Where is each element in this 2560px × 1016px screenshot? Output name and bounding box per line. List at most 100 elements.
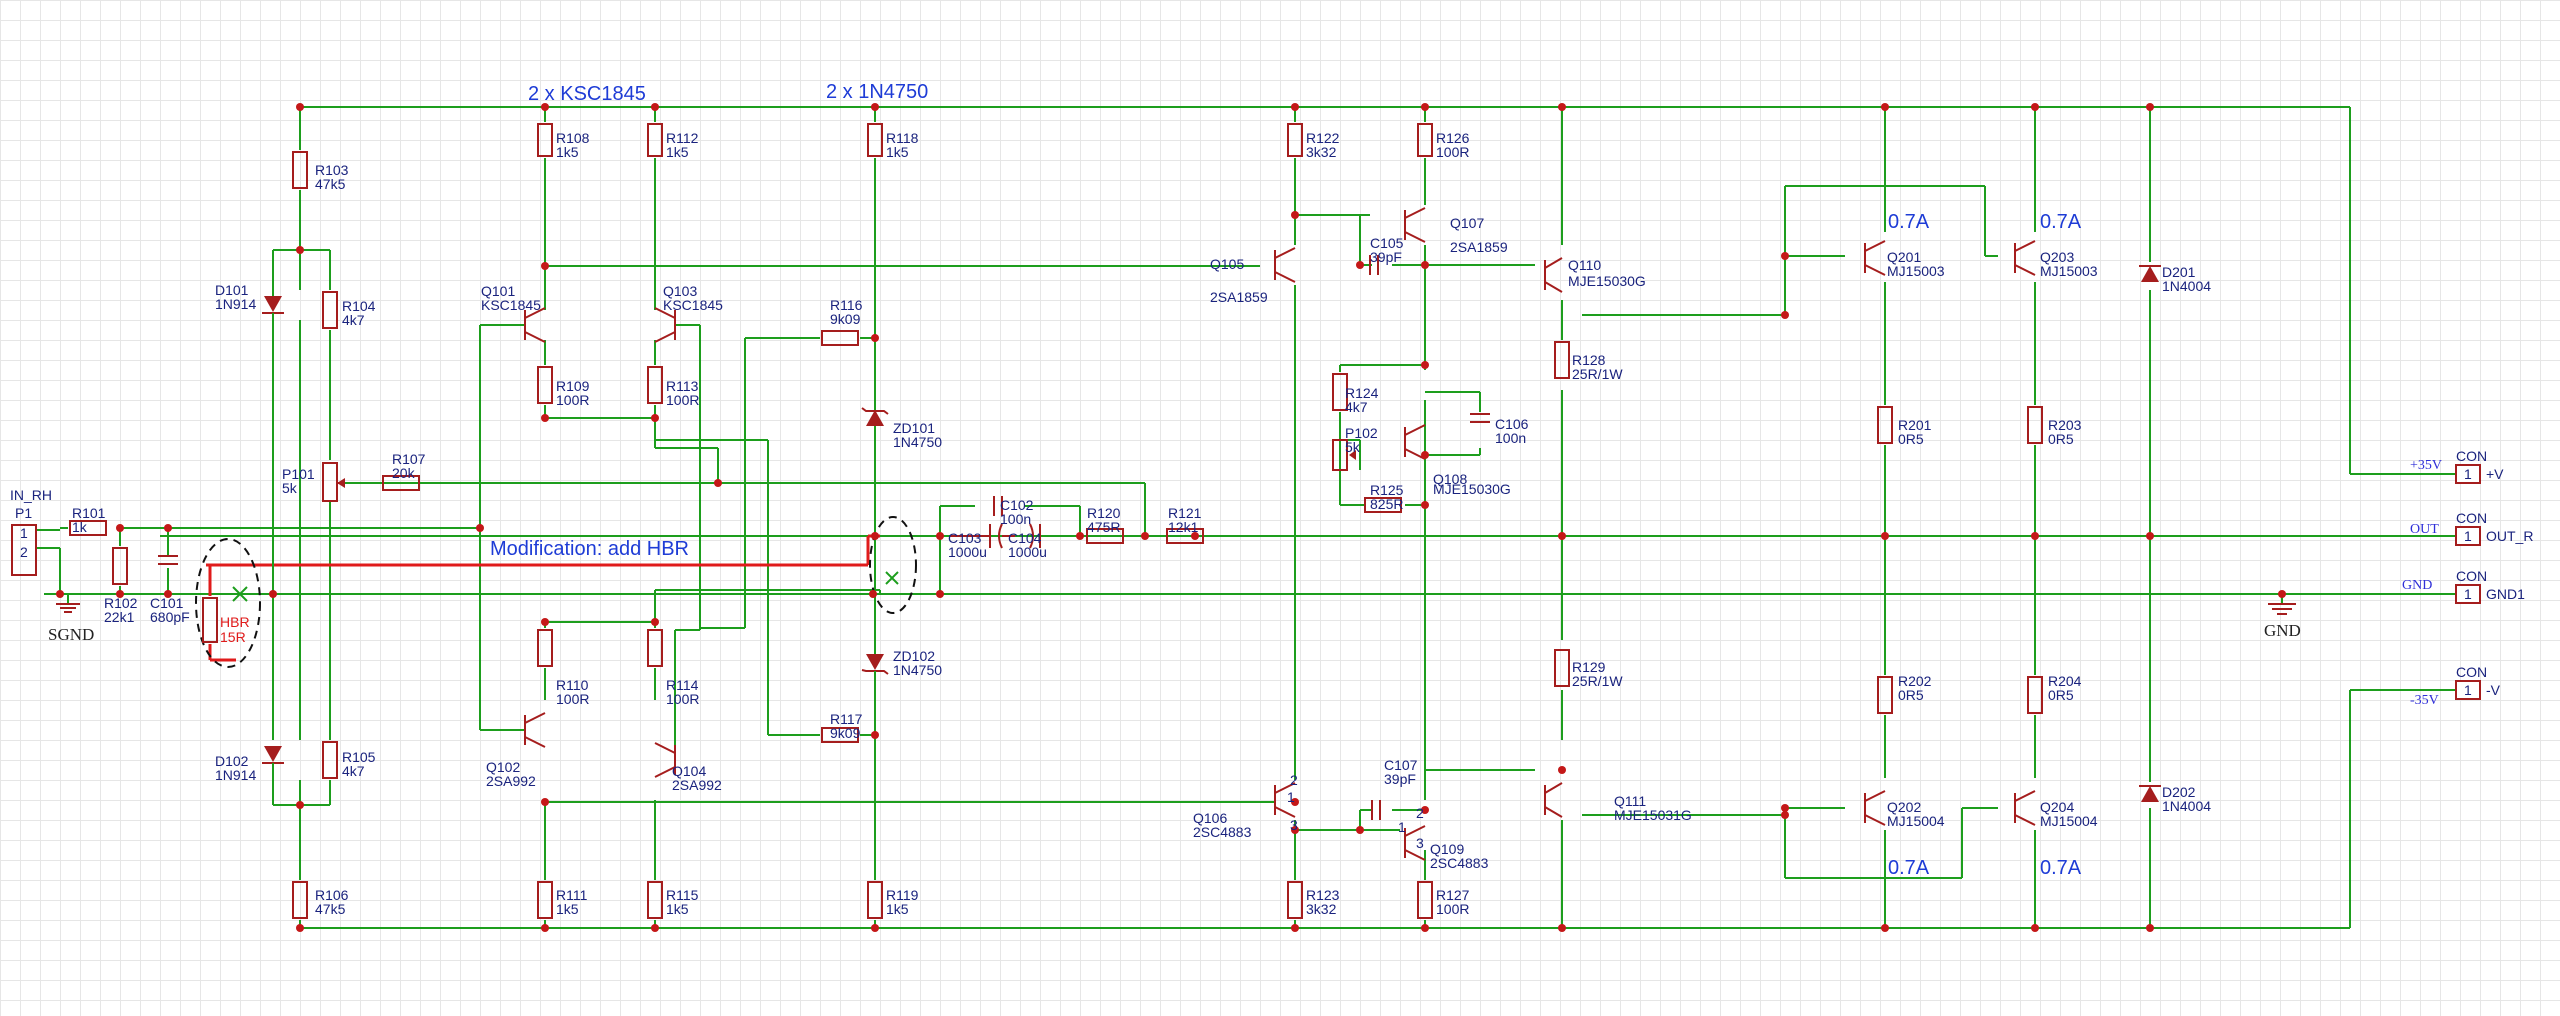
part-ref-c102: C102 — [1000, 497, 1034, 513]
part-ref-c103: C103 — [948, 530, 982, 546]
junction-dot — [1356, 261, 1364, 269]
part-ref-q104: Q104 — [672, 763, 706, 779]
part-val-r129: 25R/1W — [1572, 673, 1623, 689]
part-ref-r122: R122 — [1306, 130, 1340, 146]
junction-dot — [651, 618, 659, 626]
cur-q201: 0.7A — [1888, 211, 1930, 233]
part-val-r203: 0R5 — [2048, 431, 2074, 447]
potentiometers — [322, 439, 1356, 502]
junction-dot — [871, 924, 879, 932]
part-val-q105: 2SA1859 — [1210, 289, 1268, 305]
p1-pin1: 1 — [20, 525, 28, 541]
title-zener: 2 x 1N4750 — [826, 81, 928, 103]
part-ref-q201: Q201 — [1887, 249, 1921, 265]
junction-dot — [1781, 252, 1789, 260]
junction-dot — [541, 262, 549, 270]
output-connectors[interactable] — [2455, 464, 2481, 700]
part-ref-q106: Q106 — [1193, 810, 1227, 826]
part-ref-r203: R203 — [2048, 417, 2082, 433]
junction-dot — [1421, 501, 1429, 509]
part-ref-q102: Q102 — [486, 759, 520, 775]
junction-dot — [476, 524, 484, 532]
part-ref-r111: R111 — [556, 887, 588, 903]
ground-symbols — [56, 594, 2296, 615]
port-plusv: +V — [2486, 466, 2504, 482]
part-val-c106: 100n — [1495, 430, 1526, 446]
part-ref-r124: R124 — [1345, 385, 1379, 401]
part-ref-c104: C104 — [1008, 530, 1042, 546]
part-ref-q110: Q110 — [1568, 257, 1601, 273]
hbr-val: 15R — [220, 629, 246, 645]
part-ref-r102: R102 — [104, 595, 138, 611]
part-ref-q204: Q204 — [2040, 799, 2074, 815]
part-val-r128: 25R/1W — [1572, 366, 1623, 382]
part-ref-r121: R121 — [1168, 505, 1202, 521]
part-val-r102: 22k1 — [104, 609, 135, 625]
junction-dot — [56, 590, 64, 598]
junction-dot — [651, 924, 659, 932]
input-connector[interactable]: 1 2 — [11, 524, 37, 576]
part-ref-d102: D102 — [215, 753, 249, 769]
part-ref-q203: Q203 — [2040, 249, 2074, 265]
part-val-r110: 100R — [556, 691, 589, 707]
in-rh-label: IN_RH — [10, 487, 52, 503]
part-val-q103: KSC1845 — [663, 297, 723, 313]
part-val-r111: 1k5 — [556, 901, 579, 917]
part-val-r115: 1k5 — [666, 901, 689, 917]
part-val-r125: 825R — [1370, 496, 1403, 512]
capacitors — [158, 255, 1490, 820]
part-ref-r104: R104 — [342, 298, 376, 314]
net-out: OUT — [2410, 522, 2439, 537]
part-ref-q111: Q111 — [1614, 793, 1646, 809]
cur-q203: 0.7A — [2040, 211, 2082, 233]
no-connect-marks — [232, 571, 899, 602]
junction-dot — [1076, 532, 1084, 540]
port-minusv: -V — [2486, 682, 2501, 698]
con-3-pin: 1 — [2464, 586, 2472, 602]
junction-dot — [1421, 924, 1429, 932]
junction-dot — [1881, 924, 1889, 932]
con-4-pin: 1 — [2464, 682, 2472, 698]
junction-dot — [1291, 103, 1299, 111]
junction-dot — [1421, 361, 1429, 369]
part-val-r126: 100R — [1436, 144, 1469, 160]
part-val-q104: 2SA992 — [672, 777, 722, 793]
cur-q204: 0.7A — [2040, 857, 2082, 879]
part-val-r103: 47k5 — [315, 176, 346, 192]
junction-dot — [936, 590, 944, 598]
part-val-c103: 1000u — [948, 544, 987, 560]
p1-pin2: 2 — [20, 544, 28, 560]
part-val-r122: 3k32 — [1306, 144, 1337, 160]
part-ref-q105: Q105 — [1210, 256, 1244, 272]
part-val-q204: MJ15004 — [2040, 813, 2098, 829]
part-ref-q101: Q101 — [481, 283, 515, 299]
junction-dot — [164, 524, 172, 532]
con-3: CON — [2456, 568, 2487, 584]
junction-dot — [1421, 451, 1429, 459]
junction-dot — [1558, 766, 1566, 774]
part-val-r121: 12k1 — [1168, 519, 1199, 535]
part-val-q106: 2SC4883 — [1193, 824, 1252, 840]
part-ref-r110: R110 — [556, 677, 589, 693]
part-val-c104: 1000u — [1008, 544, 1047, 560]
junction-dot — [1356, 826, 1364, 834]
part-ref-r204: R204 — [2048, 673, 2082, 689]
title-ksc: 2 x KSC1845 — [528, 83, 646, 105]
q106-pin1: 1 — [1287, 789, 1295, 805]
part-val-q202: MJ15004 — [1887, 813, 1945, 829]
part-val-q109: 2SC4883 — [1430, 855, 1489, 871]
part-ref-zd102: ZD102 — [893, 648, 935, 664]
junction-dot — [116, 524, 124, 532]
part-ref-r201: R201 — [1898, 417, 1932, 433]
part-val-r124: 4k7 — [1345, 399, 1368, 415]
mod-highlight-right — [869, 516, 917, 614]
part-val-r106: 47k5 — [315, 901, 346, 917]
part-ref-r127: R127 — [1436, 887, 1470, 903]
part-val-d202: 1N4004 — [2162, 798, 2211, 814]
junction-dot — [1421, 806, 1429, 814]
port-out-r: OUT_R — [2486, 528, 2533, 544]
part-ref-c106: C106 — [1495, 416, 1529, 432]
part-val-r118: 1k5 — [886, 144, 909, 160]
net-gnd: GND — [2402, 578, 2432, 593]
